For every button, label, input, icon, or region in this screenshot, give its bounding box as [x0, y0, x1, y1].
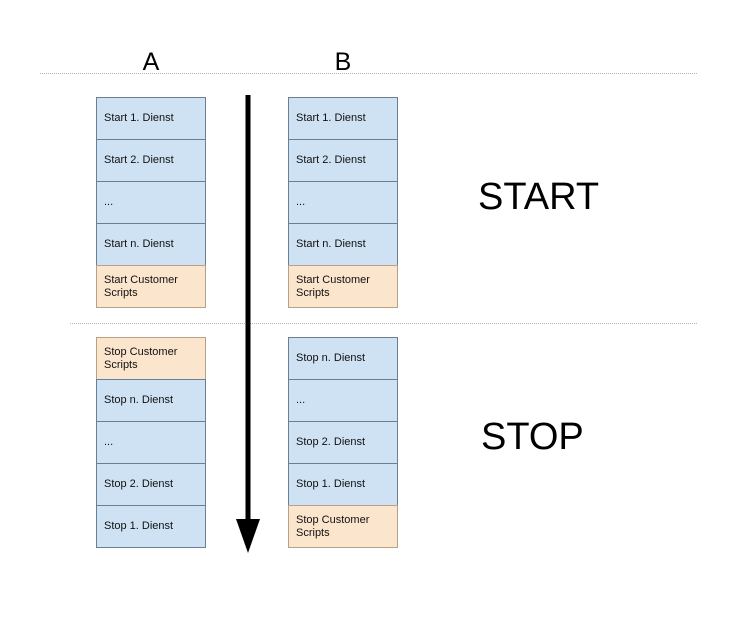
- service-box[interactable]: Stop n. Dienst: [288, 337, 398, 380]
- service-box[interactable]: Start 2. Dienst: [288, 139, 398, 182]
- box-label: Stop 2. Dienst: [296, 436, 366, 448]
- customer-script-box[interactable]: Start Customer Scripts: [96, 265, 206, 308]
- service-box[interactable]: Start 2. Dienst: [96, 139, 206, 182]
- box-label: ...: [296, 394, 306, 406]
- downward-time-arrow: [236, 95, 260, 553]
- box-label: Start 2. Dienst: [296, 154, 366, 166]
- service-box[interactable]: Stop 2. Dienst: [96, 463, 206, 506]
- box-label: Stop Customer Scripts: [104, 345, 178, 371]
- box-label: Start n. Dienst: [296, 238, 366, 250]
- box-label: ...: [104, 436, 114, 448]
- service-box[interactable]: Start 1. Dienst: [96, 97, 206, 140]
- divider-start-stop: [70, 323, 697, 324]
- phase-label-stop: STOP: [481, 416, 584, 458]
- column-header-a: A: [142, 48, 160, 76]
- service-box[interactable]: ...: [96, 421, 206, 464]
- box-label: Stop n. Dienst: [296, 352, 366, 364]
- service-box[interactable]: Start 1. Dienst: [288, 97, 398, 140]
- service-box[interactable]: Stop n. Dienst: [96, 379, 206, 422]
- customer-script-box[interactable]: Start Customer Scripts: [288, 265, 398, 308]
- box-label: Stop Customer Scripts: [296, 513, 370, 539]
- box-label: Stop 2. Dienst: [104, 478, 174, 490]
- box-label: Start Customer Scripts: [296, 273, 370, 299]
- column-header-b: B: [334, 48, 352, 76]
- box-label: Stop 1. Dienst: [296, 478, 366, 490]
- box-label: Start 2. Dienst: [104, 154, 174, 166]
- customer-script-box[interactable]: Stop Customer Scripts: [96, 337, 206, 380]
- box-label: ...: [104, 196, 114, 208]
- service-box[interactable]: ...: [288, 181, 398, 224]
- box-label: Start 1. Dienst: [296, 112, 366, 124]
- divider-top: [40, 73, 697, 74]
- box-label: ...: [296, 196, 306, 208]
- service-box[interactable]: Stop 1. Dienst: [288, 463, 398, 506]
- box-label: Stop n. Dienst: [104, 394, 174, 406]
- box-label: Stop 1. Dienst: [104, 520, 174, 532]
- service-box[interactable]: Stop 2. Dienst: [288, 421, 398, 464]
- box-label: Start Customer Scripts: [104, 273, 178, 299]
- phase-label-start: START: [478, 176, 600, 218]
- service-box[interactable]: Stop 1. Dienst: [96, 505, 206, 548]
- service-box[interactable]: ...: [288, 379, 398, 422]
- service-box[interactable]: ...: [96, 181, 206, 224]
- customer-script-box[interactable]: Stop Customer Scripts: [288, 505, 398, 548]
- service-box[interactable]: Start n. Dienst: [288, 223, 398, 266]
- box-label: Start n. Dienst: [104, 238, 174, 250]
- box-label: Start 1. Dienst: [104, 112, 174, 124]
- service-box[interactable]: Start n. Dienst: [96, 223, 206, 266]
